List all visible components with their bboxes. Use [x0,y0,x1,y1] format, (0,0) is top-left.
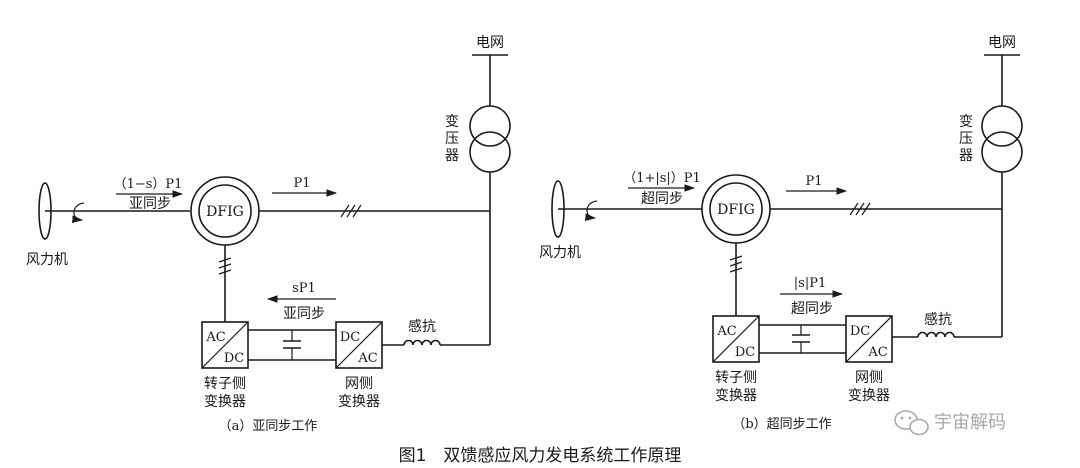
wechat-logo-icon [894,410,929,436]
turbine-label: 风力机 [26,252,68,268]
three-phase-mark-icon [340,204,362,218]
output-power-label: P1 [805,174,822,189]
stator-power-label: （1−s）P1 [114,177,183,192]
turbine-label: 风力机 [539,245,581,261]
watermark-name: 宇宙解码 [934,412,1006,433]
dfig-inner-ring [198,184,252,238]
reactor-coil-icon [917,331,955,338]
rotor-mode-label: 亚同步 [283,306,325,322]
panel-a: 电网 变 压 器 风力机 （1−s）P1 亚同步 DFIG P1 [26,35,511,434]
rotor-converter-label1: 转子侧 [715,370,757,386]
rotation-arrow-icon [584,200,598,221]
stator-mode-label: 超同步 [641,191,683,207]
figure-caption: 图1 双馈感应风力发电系统工作原理 [399,446,682,466]
rotor-power-label: sP1 [292,281,316,296]
rotor-converter-label1: 转子侧 [204,376,246,392]
transformer-char-2: 压 [445,131,459,147]
transformer-char-3: 器 [959,148,973,164]
transformer-char-3: 器 [445,148,459,164]
rotor-three-phase-mark-icon [729,255,743,273]
reactor-coil-icon [403,339,441,346]
three-phase-mark-icon [849,202,871,216]
stator-power-label: （1+|s|）P1 [623,171,701,186]
grid-converter-top: DC [340,330,360,345]
dfig-label: DFIG [717,202,755,218]
output-power-label: P1 [293,176,310,191]
grid-label: 电网 [988,35,1016,51]
rotor-converter-label2: 变换器 [204,393,246,410]
rotor-converter-top: AC [716,324,736,339]
transformer-char-1: 变 [959,114,973,130]
rotor-converter-bottom: DC [224,351,244,366]
dc-capacitor-icon [792,325,810,353]
grid-converter-bottom: AC [357,351,377,366]
dfig-inner-ring [709,182,763,236]
rotor-converter-top: AC [205,330,225,345]
stator-mode-label: 亚同步 [129,196,171,212]
grid-converter-label1: 网侧 [855,370,883,386]
watermark: 宇宙解码 [894,410,1006,436]
panel-b-subcaption: （b）超同步工作 [732,417,831,432]
transformer-char-2: 压 [959,131,973,147]
dc-capacitor-icon [283,330,301,360]
dfig-label: DFIG [206,204,244,220]
rotor-mode-label: 超同步 [791,301,833,317]
grid-converter-label1: 网侧 [345,376,373,392]
grid-converter-label2: 变换器 [338,393,380,410]
rotor-converter-bottom: DC [735,345,755,360]
panel-b: 电网 变 压 器 风力机 （1+|s|）P1 超同步 DFIG P1 [539,35,1023,432]
transformer-winding-lower [469,131,511,173]
reactor-label: 感抗 [408,318,436,335]
grid-converter-label2: 变换器 [848,387,890,404]
transformer-winding-upper [981,105,1023,147]
rotation-arrow-icon [71,202,85,223]
grid-label: 电网 [476,35,504,51]
grid-converter-bottom: AC [867,345,887,360]
transformer-char-1: 变 [445,114,459,130]
grid-converter-top: DC [850,324,870,339]
rotor-three-phase-mark-icon [218,257,232,275]
rotor-converter-label2: 变换器 [715,387,757,404]
transformer-winding-lower [981,131,1023,173]
transformer-winding-upper [469,105,511,147]
rotor-power-label: |s|P1 [794,276,826,291]
panel-a-subcaption: （a）亚同步工作 [219,419,318,434]
reactor-label: 感抗 [924,311,952,328]
